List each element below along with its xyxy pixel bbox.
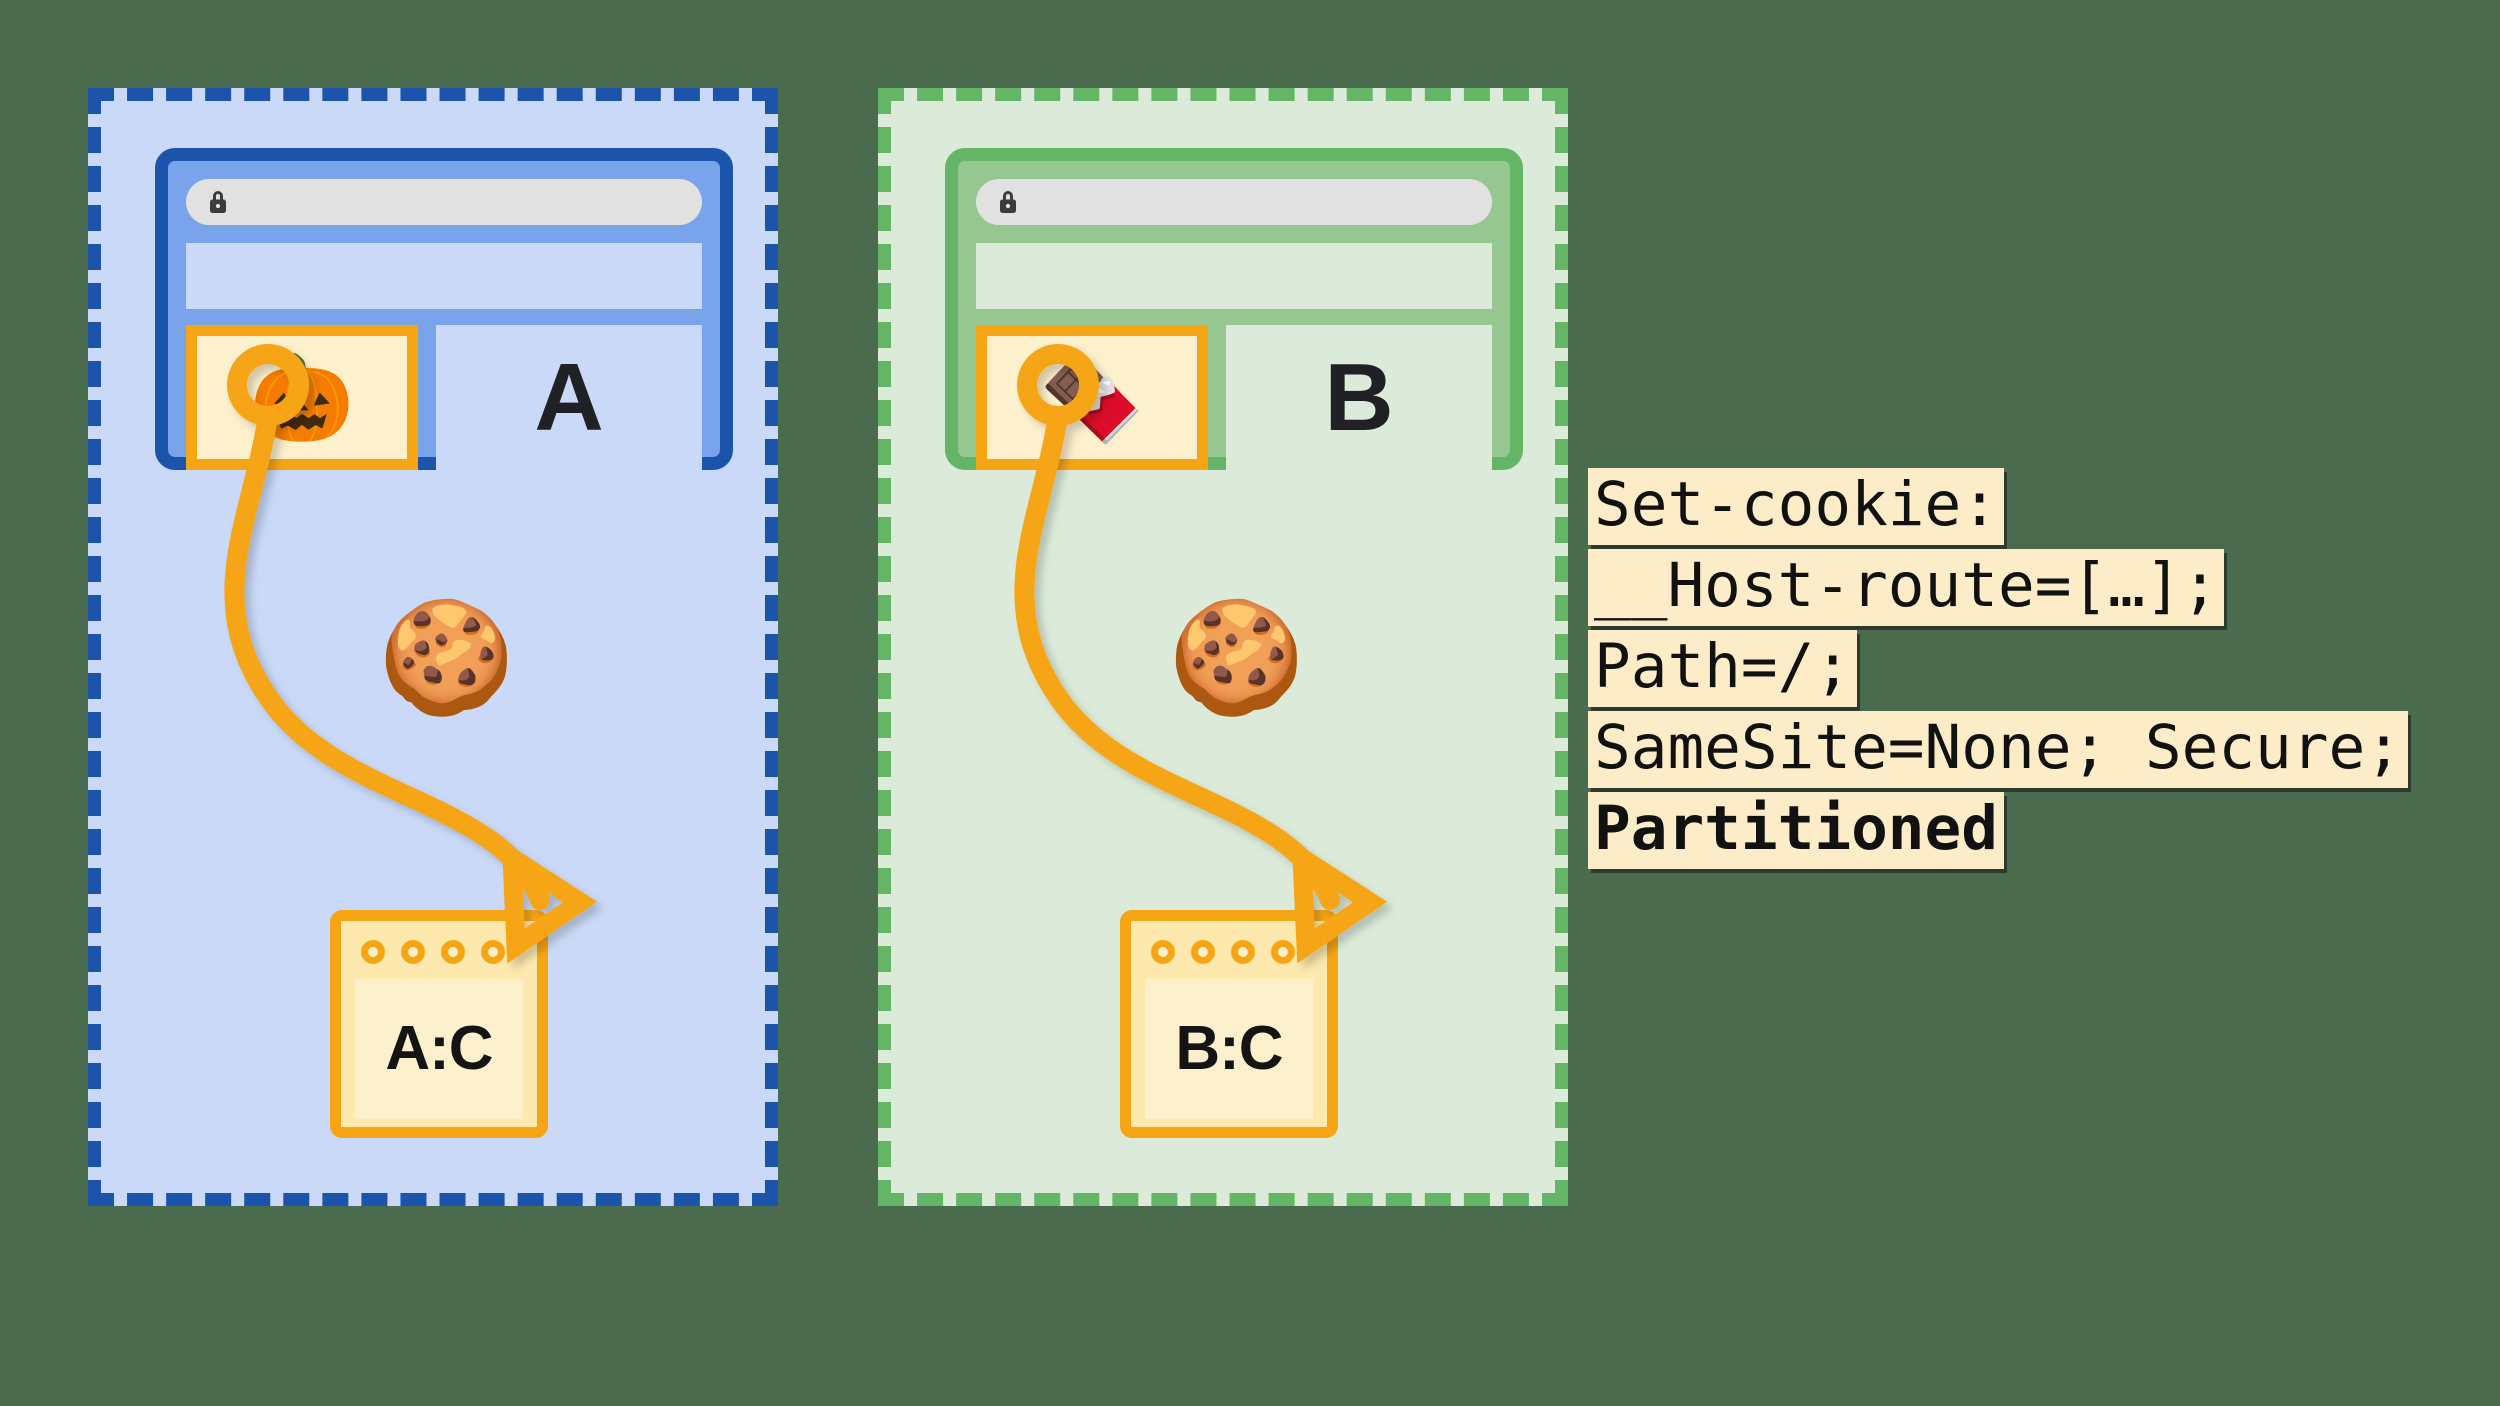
browser-window-b: 🍫 B bbox=[945, 148, 1523, 470]
jack-o-lantern-icon: 🎃 bbox=[249, 350, 355, 445]
code-line: Set-cookie: bbox=[1588, 468, 2004, 545]
browser-window-a: 🎃 A bbox=[155, 148, 733, 470]
lock-icon bbox=[206, 189, 230, 215]
partition-key-label-a: A:C bbox=[385, 1014, 493, 1083]
site-letter-a: A bbox=[534, 343, 604, 451]
card-dot bbox=[1151, 940, 1175, 964]
partitioned-storage-card-b: B:C bbox=[1120, 910, 1338, 1138]
partitioned-storage-card-a: A:C bbox=[330, 910, 548, 1138]
embedded-frame-b: 🍫 bbox=[976, 325, 1208, 470]
embedded-frame-a: 🎃 bbox=[186, 325, 418, 470]
card-dot bbox=[401, 940, 425, 964]
card-dot bbox=[1231, 940, 1255, 964]
lock-icon bbox=[996, 189, 1020, 215]
partition-key-label-b: B:C bbox=[1175, 1014, 1283, 1083]
address-bar-a[interactable] bbox=[186, 179, 702, 225]
card-dots-b bbox=[1145, 935, 1313, 969]
content-row-a: 🎃 A bbox=[186, 325, 702, 470]
cookie-icon-b: 🍪 bbox=[1168, 596, 1305, 719]
card-dots-a bbox=[355, 935, 523, 969]
code-line-partitioned: Partitioned bbox=[1588, 792, 2004, 869]
card-dot bbox=[361, 940, 385, 964]
code-line: __Host-route=[…]; bbox=[1588, 549, 2225, 626]
content-placeholder-bar-b bbox=[976, 243, 1492, 309]
card-dot bbox=[1191, 940, 1215, 964]
card-dot bbox=[441, 940, 465, 964]
content-row-b: 🍫 B bbox=[976, 325, 1492, 470]
card-dot bbox=[481, 940, 505, 964]
card-dot bbox=[1271, 940, 1295, 964]
set-cookie-header-block: Set-cookie: __Host-route=[…]; Path=/; Sa… bbox=[1588, 468, 2408, 873]
code-line: Path=/; bbox=[1588, 630, 1858, 707]
site-letter-b: B bbox=[1324, 343, 1394, 451]
content-placeholder-bar-a bbox=[186, 243, 702, 309]
address-bar-b[interactable] bbox=[976, 179, 1492, 225]
site-letter-box-b: B bbox=[1226, 325, 1492, 470]
code-line: SameSite=None; Secure; bbox=[1588, 711, 2408, 788]
site-letter-box-a: A bbox=[436, 325, 702, 470]
card-screen-b: B:C bbox=[1145, 979, 1313, 1119]
cookie-icon-a: 🍪 bbox=[378, 596, 515, 719]
card-screen-a: A:C bbox=[355, 979, 523, 1119]
chocolate-bar-icon: 🍫 bbox=[1039, 350, 1145, 445]
